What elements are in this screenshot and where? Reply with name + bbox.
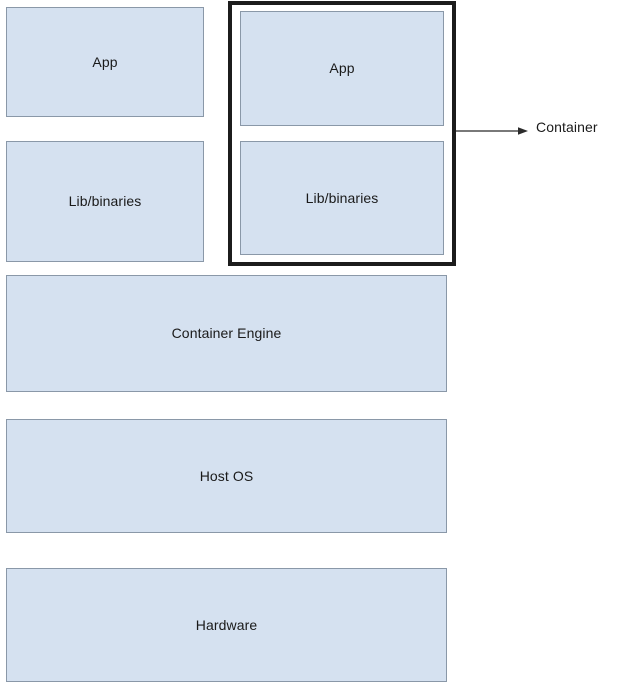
box-host-os[interactable]: Host OS: [6, 419, 447, 533]
box-app-container[interactable]: App: [240, 11, 444, 126]
box-hardware[interactable]: Hardware: [6, 568, 447, 682]
box-hardware-label: Hardware: [195, 616, 258, 633]
box-app-left-label: App: [92, 53, 118, 70]
box-app-container-label: App: [329, 60, 355, 77]
box-app-left[interactable]: App: [6, 7, 204, 117]
box-host-os-label: Host OS: [199, 467, 254, 484]
box-lib-binaries-container-label: Lib/binaries: [305, 189, 379, 206]
box-lib-binaries-container[interactable]: Lib/binaries: [240, 141, 444, 255]
container-callout-label: Container: [536, 119, 598, 135]
box-lib-binaries-left-label: Lib/binaries: [68, 193, 142, 210]
container-callout-arrow-icon: [456, 127, 528, 135]
box-container-engine-label: Container Engine: [171, 325, 282, 342]
box-lib-binaries-left[interactable]: Lib/binaries: [6, 141, 204, 262]
box-container-engine[interactable]: Container Engine: [6, 275, 447, 392]
